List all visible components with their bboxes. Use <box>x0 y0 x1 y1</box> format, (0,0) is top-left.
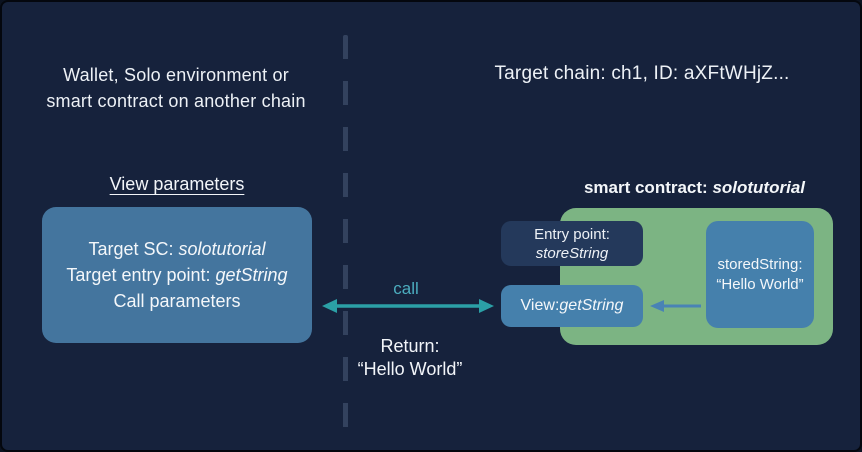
stored-string-line1: storedString: <box>717 255 803 273</box>
entry-point-line1: Entry point: <box>534 225 610 243</box>
contract-title: smart contract: solotutorial <box>583 178 805 197</box>
chain-boundary-dashed-line <box>343 35 348 442</box>
params-line-call-parameters: Call parameters <box>113 291 241 311</box>
caller-heading: Wallet, Solo environment or smart contra… <box>20 62 332 114</box>
view-parameters-box: Target SC: solotutorial Target entry poi… <box>42 207 312 343</box>
view-box: View: getString <box>501 285 643 327</box>
return-line1: Return: <box>380 336 440 356</box>
params-line-entry-point: Target entry point: getString <box>66 265 288 285</box>
caller-heading-line2: smart contract on another chain <box>46 91 306 111</box>
call-label: call <box>393 279 419 298</box>
call-arrow-icon <box>322 299 494 313</box>
return-label: Return: “Hello World” <box>332 335 488 381</box>
entry-point-line2: storeString <box>535 244 609 262</box>
view-parameters-title: View parameters <box>109 174 245 194</box>
stored-string-line2: “Hello World” <box>716 275 804 293</box>
stored-to-view-arrow-icon <box>650 300 701 312</box>
params-line-target-sc: Target SC: solotutorial <box>88 239 266 259</box>
caller-heading-line1: Wallet, Solo environment or <box>63 65 289 85</box>
stored-string-box: storedString: “Hello World” <box>706 221 814 328</box>
entry-point-box: Entry point: storeString <box>501 221 643 266</box>
return-line2: “Hello World” <box>357 359 463 379</box>
target-chain-heading: Target chain: ch1, ID: aXFtWHjZ... <box>494 63 790 84</box>
